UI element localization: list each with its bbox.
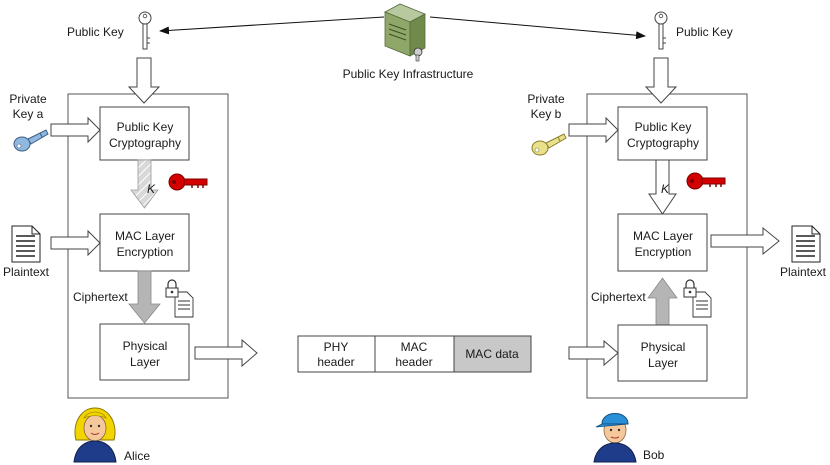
alice-session-key-icon — [168, 173, 208, 191]
alice-k-arrow — [130, 159, 159, 209]
alice-public-key-icon — [138, 11, 152, 50]
phy-header-cell — [297, 335, 376, 373]
bob-ciphertext-label: Ciphertext — [591, 290, 646, 304]
private-key-a-icon — [13, 129, 49, 152]
alice-mac-box — [99, 213, 190, 272]
alice-pkc-line2: Cryptography — [109, 136, 181, 150]
alice-mac-line1: MAC Layer — [115, 229, 175, 243]
private-key-b-icon — [531, 133, 567, 156]
bob-plaintext-out-arrow — [710, 226, 780, 256]
bob-public-key-label: Public Key — [676, 25, 733, 39]
mac-header-cell — [374, 335, 455, 373]
bob-mac-line2: Encryption — [635, 245, 692, 259]
phy-header-line2: header — [317, 355, 354, 369]
alice-private-key-line2: Key a — [13, 107, 44, 121]
alice-name: Alice — [124, 449, 150, 463]
bob-k-label: K — [661, 182, 670, 196]
alice-avatar — [73, 407, 117, 463]
alice-privkey-arrow — [50, 116, 101, 144]
alice-public-key-label: Public Key — [67, 25, 124, 39]
bob-public-key-icon — [654, 11, 668, 50]
alice-pkc-line1: Public Key — [117, 120, 174, 134]
bob-name: Bob — [643, 448, 665, 462]
alice-tx-arrow — [194, 338, 258, 368]
bob-rx-arrow — [568, 339, 619, 367]
bob-private-key-line1: Private — [527, 92, 565, 106]
alice-mac-line2: Encryption — [117, 245, 174, 259]
alice-ciphertext-label: Ciphertext — [73, 290, 128, 304]
pki-to-bob-arrow — [429, 16, 646, 40]
phy-header-line1: PHY — [324, 340, 349, 354]
bob-plaintext-label: Plaintext — [780, 265, 827, 279]
bob-privkey-arrow — [568, 116, 619, 144]
pki-label: Public Key Infrastructure — [343, 67, 474, 81]
bob-avatar — [593, 413, 637, 463]
bob-private-key-line2: Key b — [531, 107, 562, 121]
bob-phy-line1: Physical — [641, 340, 686, 354]
bob-ciphertext-arrow — [647, 277, 678, 326]
bob-phy-line2: Layer — [648, 356, 678, 370]
bob-k-arrow — [648, 159, 677, 215]
alice-pkc-box — [99, 106, 190, 161]
bob-plaintext-document-icon — [791, 225, 821, 263]
bob-mac-line1: MAC Layer — [633, 229, 693, 243]
bob-pkc-box — [617, 106, 708, 161]
bob-pkc-line1: Public Key — [635, 120, 692, 134]
alice-phy-box — [99, 323, 190, 381]
alice-plaintext-document-icon — [11, 225, 41, 263]
bob-locked-document-icon — [683, 279, 712, 318]
alice-phy-line1: Physical — [123, 339, 168, 353]
alice-phy-line2: Layer — [130, 355, 160, 369]
alice-plaintext-label: Plaintext — [3, 265, 50, 279]
bob-session-key-icon — [686, 172, 726, 190]
server-icon — [384, 3, 426, 62]
alice-ciphertext-arrow — [128, 270, 161, 324]
mac-header-line1: MAC — [401, 340, 428, 354]
bob-pubkey-down-arrow — [644, 57, 678, 104]
mac-data-label: MAC data — [465, 347, 519, 361]
pki-to-alice-arrow — [159, 16, 385, 35]
alice-private-key-line1: Private — [9, 92, 47, 106]
mac-data-cell — [453, 335, 532, 373]
alice-plaintext-arrow — [50, 229, 101, 257]
alice-locked-document-icon — [165, 279, 194, 318]
bob-mac-box — [617, 213, 708, 272]
alice-k-label: K — [147, 182, 156, 196]
bob-phy-box — [617, 324, 708, 382]
bob-pkc-line2: Cryptography — [627, 136, 699, 150]
alice-pubkey-down-arrow — [127, 57, 161, 104]
mac-header-line2: header — [395, 355, 432, 369]
